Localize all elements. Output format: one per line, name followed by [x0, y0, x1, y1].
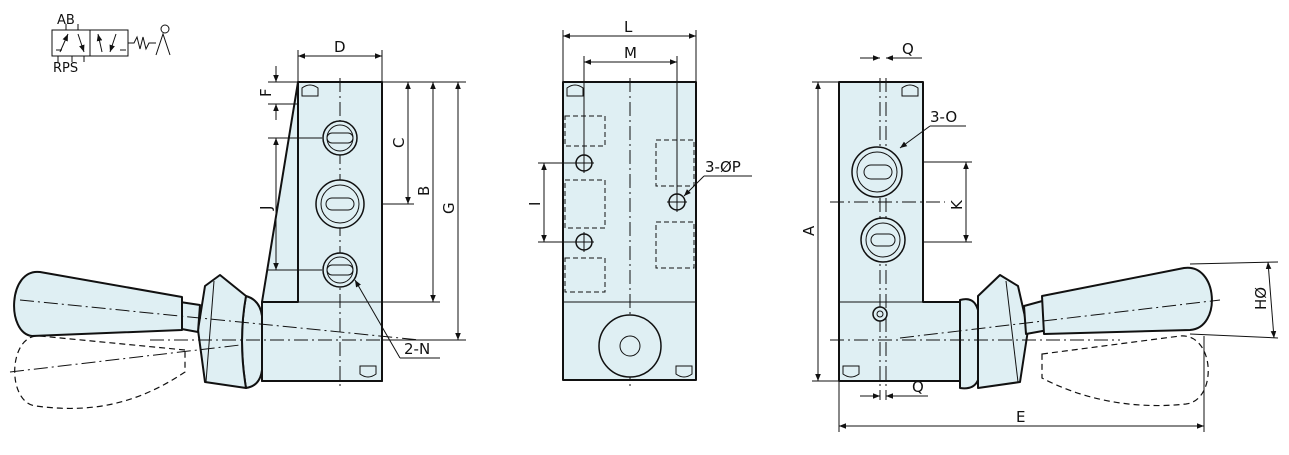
dim-label-e: E: [1016, 408, 1025, 426]
dim-label-f: F: [257, 88, 275, 97]
dim-label-c: C: [390, 138, 408, 148]
dim-label-q-top: Q: [902, 40, 914, 58]
dim-label-p: 3-ØP: [705, 158, 741, 176]
dim-label-o: 3-O: [930, 108, 957, 126]
dim-label-q-bottom: Q: [912, 378, 924, 396]
dim-label-h: HØ: [1252, 287, 1270, 310]
symbol-label-rps: RPS: [53, 61, 78, 76]
dim-label-i: I: [526, 202, 544, 206]
port-middle: [315, 179, 365, 229]
dim-label-a: A: [800, 225, 818, 236]
rear-port-top: [851, 146, 903, 198]
dim-label-d: D: [334, 38, 346, 56]
front-view: D F J C B G 2-N: [9, 38, 466, 409]
rear-view: Q Q 3-O K A HØ E: [800, 40, 1279, 432]
symbol-label-ab: AB: [57, 13, 75, 28]
dim-label-b: B: [415, 186, 433, 196]
dim-label-n: 2-N: [404, 340, 430, 358]
dim-label-m: M: [624, 44, 637, 62]
dim-label-k: K: [948, 199, 966, 210]
port-top: [322, 120, 358, 156]
rear-port-bottom: [860, 217, 906, 263]
side-view: L M I 3-ØP: [526, 18, 752, 388]
dim-label-j: J: [257, 206, 275, 211]
dim-label-l: L: [624, 18, 633, 36]
port-bottom: [322, 252, 358, 288]
valve-symbol: AB RPS: [51, 13, 171, 76]
dim-label-g: G: [440, 202, 458, 214]
